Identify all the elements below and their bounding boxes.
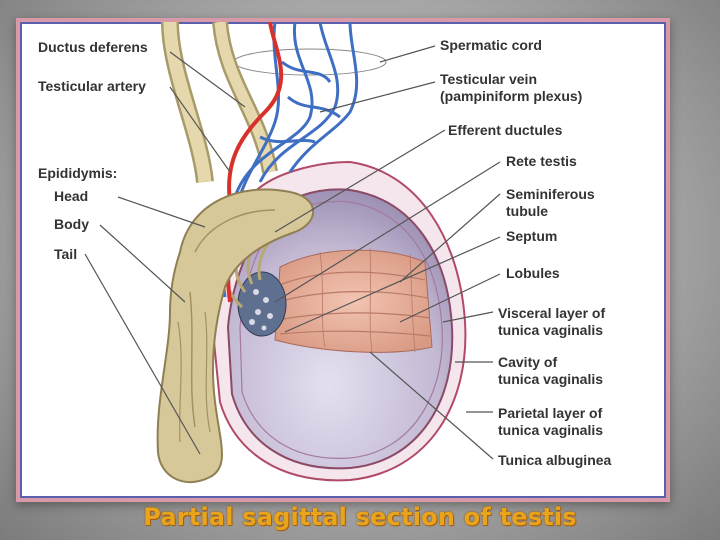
label-parietal-2: tunica vaginalis (498, 422, 604, 438)
label-testicular-vein: Testicular vein (440, 71, 538, 87)
rete-testis (237, 271, 287, 337)
label-rete-testis: Rete testis (506, 153, 577, 169)
label-head: Head (54, 188, 89, 204)
label-seminiferous: Seminiferous (506, 186, 595, 202)
diagram-frame: Ductus deferens Testicular artery Epidid… (16, 18, 670, 502)
slide-caption: Partial sagittal section of testis (143, 503, 577, 531)
lobules (274, 247, 433, 353)
label-visceral-1: Visceral layer of (498, 305, 606, 321)
label-epididymis: Epididymis: (38, 165, 118, 181)
label-cavity-1: Cavity of (498, 354, 558, 370)
label-parietal-1: Parietal layer of (498, 405, 603, 421)
testis-diagram (84, 22, 501, 484)
label-efferent-ductules: Efferent ductules (448, 122, 563, 138)
label-ductus-deferens: Ductus deferens (38, 39, 148, 55)
label-tubule: tubule (506, 203, 548, 219)
label-spermatic-cord: Spermatic cord (440, 37, 542, 53)
label-septum: Septum (506, 228, 558, 244)
label-body: Body (54, 216, 89, 232)
epididymis (156, 188, 315, 484)
leader-lines (84, 45, 501, 460)
label-visceral-2: tunica vaginalis (498, 322, 604, 338)
label-pampiniform-plexus: (pampiniform plexus) (440, 88, 583, 104)
label-tail: Tail (54, 246, 78, 262)
label-cavity-2: tunica vaginalis (498, 371, 604, 387)
label-lobules: Lobules (506, 265, 560, 281)
label-tunica-albuginea: Tunica albuginea (498, 452, 612, 468)
label-testicular-artery: Testicular artery (38, 78, 146, 94)
